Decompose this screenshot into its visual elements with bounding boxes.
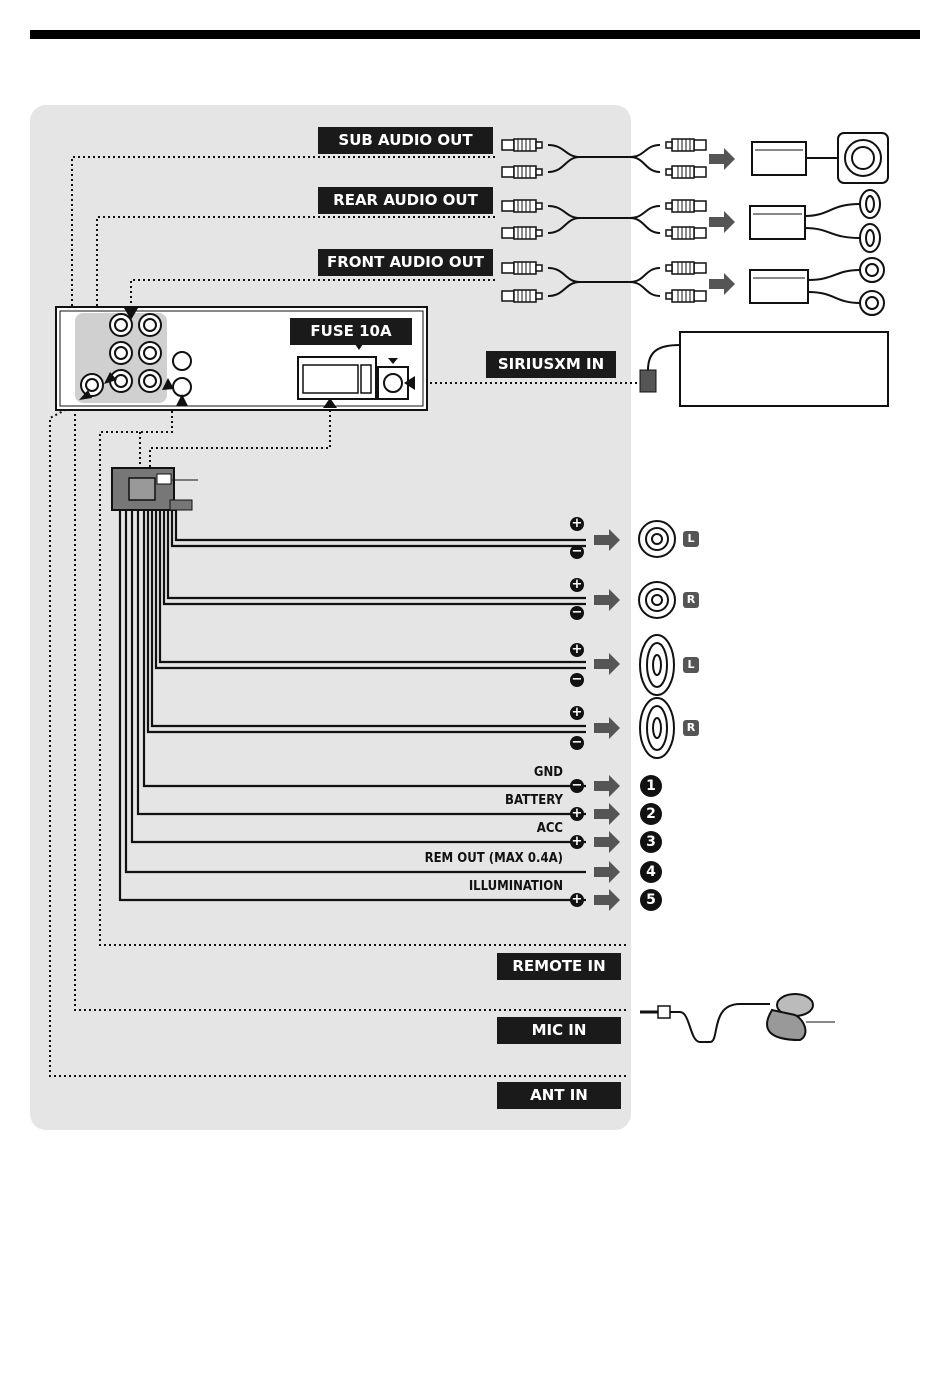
sub-audio-out-label: SUB AUDIO OUT: [318, 127, 493, 154]
speaker-plus-mark: +: [570, 643, 584, 657]
wire-number-4: 4: [640, 861, 662, 883]
fuse-label: FUSE 10A: [290, 318, 412, 345]
ant-in-label: ANT IN: [497, 1082, 621, 1109]
wire-label-illumination: ILLUMINATION: [469, 879, 563, 894]
wire-polarity-mark: +: [570, 807, 584, 821]
siriusxm-tuner: [640, 332, 888, 406]
rca-cables: [502, 139, 735, 302]
speaker-plus-mark: +: [570, 706, 584, 720]
rear-audio-out-label: REAR AUDIO OUT: [318, 187, 493, 214]
speaker-icons: [639, 521, 675, 758]
amplifiers: [750, 133, 888, 315]
wire-number-1: 1: [640, 775, 662, 797]
speaker-side-badge: R: [683, 592, 699, 608]
speaker-minus-mark: −: [570, 736, 584, 750]
harness-connector: [112, 468, 198, 510]
speaker-minus-mark: −: [570, 606, 584, 620]
wire-polarity-mark: −: [570, 779, 584, 793]
wire-label-acc: ACC: [537, 821, 563, 836]
speaker-side-badge: L: [683, 531, 699, 547]
wire-polarity-mark: +: [570, 835, 584, 849]
wire-label-gnd: GND: [534, 765, 563, 780]
wire-number-3: 3: [640, 831, 662, 853]
wire-label-rem-out: REM OUT (MAX 0.4A): [425, 851, 563, 866]
wire-number-5: 5: [640, 889, 662, 911]
speaker-minus-mark: −: [570, 545, 584, 559]
speaker-side-badge: L: [683, 657, 699, 673]
output-arrows: [594, 529, 620, 911]
mic-in-label: MIC IN: [497, 1017, 621, 1044]
speaker-plus-mark: +: [570, 578, 584, 592]
siriusxm-in-label: SIRIUSXM IN: [486, 351, 616, 378]
microphone: [640, 994, 835, 1042]
front-audio-out-label: FRONT AUDIO OUT: [318, 249, 493, 276]
remote-in-label: REMOTE IN: [497, 953, 621, 980]
wire-polarity-mark: +: [570, 893, 584, 907]
speaker-minus-mark: −: [570, 673, 584, 687]
speaker-side-badge: R: [683, 720, 699, 736]
wire-label-battery: BATTERY: [505, 793, 563, 808]
speaker-plus-mark: +: [570, 517, 584, 531]
wire-number-2: 2: [640, 803, 662, 825]
